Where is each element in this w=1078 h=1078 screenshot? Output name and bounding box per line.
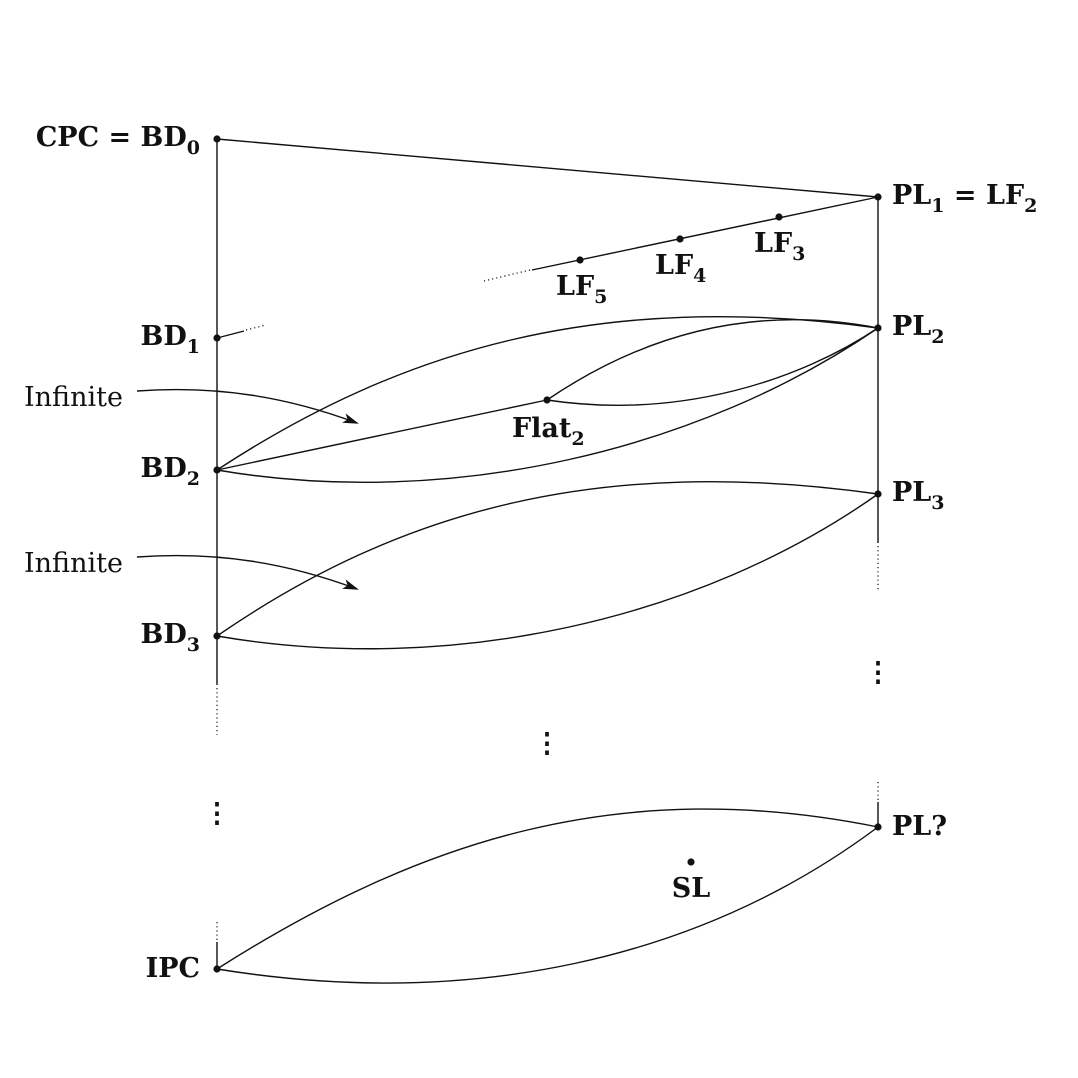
infinite-arrow-2 [136, 554, 359, 590]
label-ipc: IPC [146, 953, 200, 984]
edge-ipc-plq-lower [216, 826, 879, 984]
edge-bd2-flat2 [216, 399, 548, 471]
ellipsis-right: ⋮ [865, 657, 892, 688]
ellipsis-left: ⋮ [204, 798, 231, 829]
node-sl [687, 858, 695, 866]
node-pl1 [874, 193, 882, 201]
label-bd2: BD2 [141, 453, 200, 490]
label-bd0: CPC = BD0 [36, 122, 200, 159]
label-pl1: PL1 = LF2 [892, 180, 1037, 217]
edge-bd0-pl1 [216, 138, 879, 198]
node-bd2 [213, 466, 221, 474]
node-lf4 [676, 235, 684, 243]
ellipsis-middle: ⋮ [534, 728, 561, 759]
node-pl3 [874, 490, 882, 498]
edge-bd3-pl3-upper [216, 480, 879, 637]
label-plq: PL? [892, 811, 947, 842]
edge-lf-chain-dotted [483, 269, 531, 282]
node-lf3 [775, 213, 783, 221]
label-flat2: Flat2 [512, 413, 585, 450]
label-bd3: BD3 [141, 619, 200, 656]
node-pl2 [874, 324, 882, 332]
node-bd0 [213, 135, 221, 143]
infinite-arrow-1 [136, 388, 359, 424]
edge-bd1-stub-dotted [245, 324, 267, 331]
edge-lf-chain [531, 196, 879, 271]
label-lf5: LF5 [556, 271, 607, 308]
label-lf3: LF3 [754, 228, 805, 265]
label-lf4: LF4 [655, 250, 706, 287]
label-bd1: BD1 [141, 321, 200, 358]
edge-ipc-plq-upper [216, 808, 879, 970]
annotation-infinite-1: Infinite [24, 382, 123, 413]
node-bd1 [213, 334, 221, 342]
edge-bd2-pl2-lower [216, 327, 879, 483]
label-pl2: PL2 [892, 311, 945, 348]
edge-flat2-pl2-upper [546, 319, 879, 401]
node-plq [874, 823, 882, 831]
edge-bd2-pl2-upper [216, 316, 879, 471]
node-ipc [213, 965, 221, 973]
edge-flat2-pl2-lower [546, 327, 879, 406]
edge-bd1-stub [216, 330, 245, 339]
node-bd3 [213, 632, 221, 640]
node-flat2 [543, 396, 551, 404]
edge-bd3-pl3-lower [216, 493, 879, 650]
label-sl: SL [672, 873, 710, 904]
annotation-infinite-2: Infinite [24, 548, 123, 579]
label-pl3: PL3 [892, 477, 945, 514]
node-lf5 [576, 256, 584, 264]
